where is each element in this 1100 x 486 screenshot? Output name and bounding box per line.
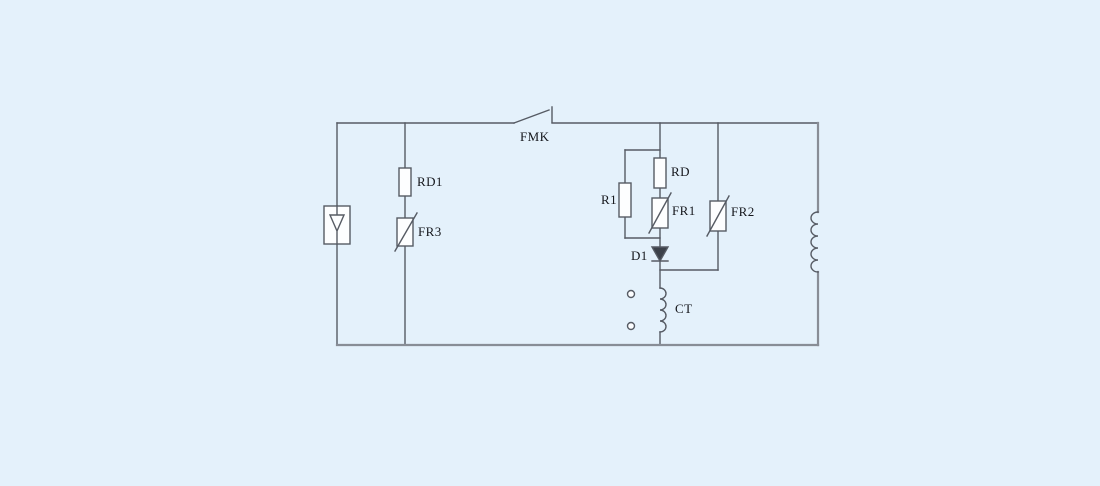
varistor-fr3-symbol bbox=[394, 212, 418, 252]
varistor-fr3-slash bbox=[394, 212, 418, 252]
varistor-fr1-symbol bbox=[648, 192, 672, 234]
ct-coil-symbol bbox=[626, 287, 667, 333]
label-ct: CT bbox=[675, 301, 692, 316]
ct-coil-winding bbox=[659, 287, 667, 333]
surge-arrester-symbol bbox=[323, 205, 351, 245]
knife-switch-fmk-symbol bbox=[513, 106, 553, 124]
bus-wires bbox=[335, 121, 820, 347]
components bbox=[323, 106, 819, 333]
label-rd: RD bbox=[671, 164, 690, 179]
diode-d1-symbol bbox=[650, 246, 670, 263]
varistor-fr2-symbol bbox=[706, 195, 730, 237]
varistor-fr2-slash bbox=[706, 195, 730, 237]
fuse-rd-symbol bbox=[653, 157, 667, 189]
fuse-rd1-symbol bbox=[398, 167, 412, 197]
varistor-fr3-body bbox=[396, 217, 414, 247]
surge-arrester-gap-icon bbox=[328, 205, 346, 245]
label-fmk: FMK bbox=[520, 129, 550, 144]
label-fr3: FR3 bbox=[418, 224, 442, 239]
ct-terminal-top bbox=[626, 289, 636, 299]
label-r1: R1 bbox=[601, 192, 617, 207]
label-fr2: FR2 bbox=[731, 204, 755, 219]
ct-terminal-bottom bbox=[626, 321, 636, 331]
varistor-fr1-slash bbox=[648, 192, 672, 234]
resistor-r1-symbol bbox=[618, 182, 632, 218]
label-d1: D1 bbox=[631, 248, 648, 263]
label-fr1: FR1 bbox=[672, 203, 696, 218]
load-coil-symbol bbox=[810, 211, 819, 273]
diode-d1-triangle bbox=[650, 246, 670, 263]
label-rd1: RD1 bbox=[417, 174, 443, 189]
labels: FMK RD1 FR3 R1 RD FR1 FR2 D1 CT bbox=[417, 129, 755, 316]
